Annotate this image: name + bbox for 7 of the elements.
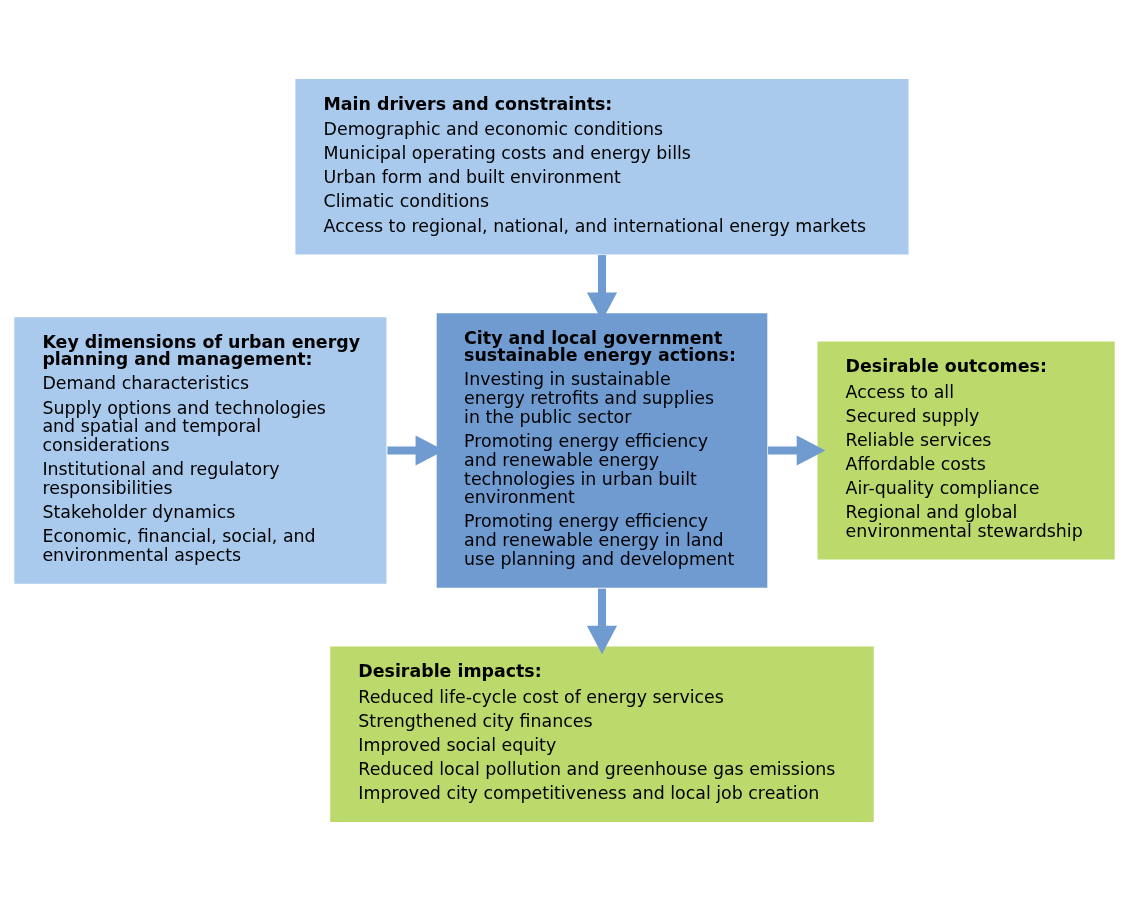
arrow: [768, 434, 826, 466]
node-box: Key dimensions of urban energy planning and management: Demand characteristics Supply options and technologies and spatial and temporal considerations Institutional and regulatory responsibilities Stakeholder dynamics Economic, financial, social, and environmental aspects: [12, 315, 388, 585]
node-box: Main drivers and constraints: Demographic and economic conditions Municipal operating costs and energy bills Urban form and built environment Climatic conditions Access to regional, national, and international energy markets: [294, 77, 910, 256]
node-box: Desirable outcomes: Access to all Secured supply Reliable services Affordable costs Air-quality compliance Regional and global environmental stewardship: [816, 339, 1117, 561]
node-box: City and local government sustainable energy actions: Investing in sustainable energy retrofits and supplies in the public sector Promoting energy efficiency and renewable energy technologies in urban built environment Promoting energy efficiency and renewable energy in land use planning and development: [435, 311, 769, 589]
node-box: Desirable impacts: Reduced life-cycle cost of energy services Strengthened city finances Improved social equity Reduced local pollution and greenhouse gas emissions Improved city competitiveness and local job creation: [328, 644, 876, 823]
arrow: [586, 588, 618, 654]
